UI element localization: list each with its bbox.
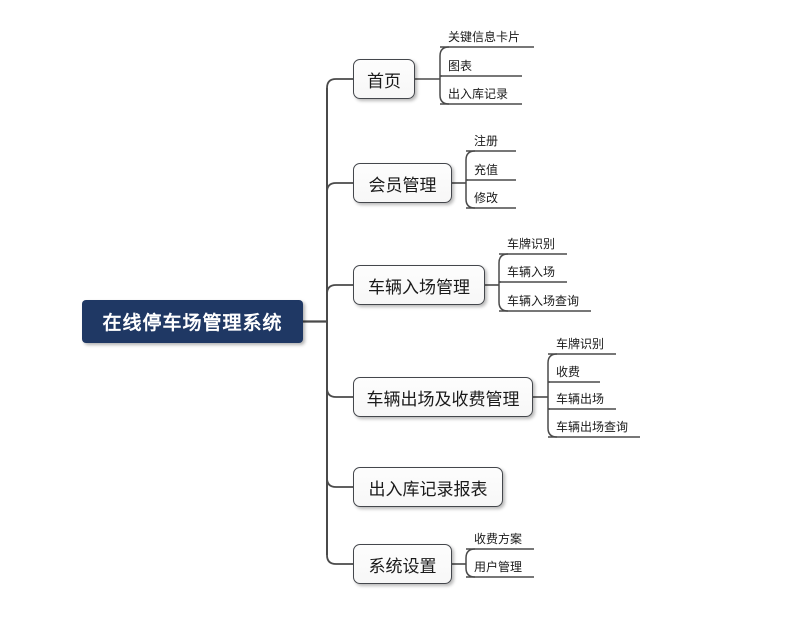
leaf-node-4-4[interactable]: 车辆出场查询 [556,420,629,434]
leaf-node-1-1[interactable]: 关键信息卡片 [448,30,521,44]
branch-node-2[interactable]: 会员管理 [353,163,452,203]
leaf-node-1-2[interactable]: 图表 [448,59,473,73]
branch-node-4[interactable]: 车辆出场及收费管理 [353,377,533,417]
leaf-node-4-1[interactable]: 车牌识别 [556,337,605,351]
branch-node-5[interactable]: 出入库记录报表 [353,467,503,507]
branch-node-3[interactable]: 车辆入场管理 [353,265,485,305]
leaf-node-2-2[interactable]: 充值 [474,163,499,177]
leaf-node-3-2[interactable]: 车辆入场 [507,265,556,279]
leaf-node-4-3[interactable]: 车辆出场 [556,392,605,406]
leaf-node-4-2[interactable]: 收费 [556,365,581,379]
leaf-node-3-3[interactable]: 车辆入场查询 [507,294,580,308]
branch-node-1[interactable]: 首页 [353,59,415,99]
branch-node-6[interactable]: 系统设置 [353,544,452,584]
leaf-node-6-1[interactable]: 收费方案 [474,532,523,546]
leaf-node-1-3[interactable]: 出入库记录 [448,87,509,101]
root-node[interactable]: 在线停车场管理系统 [82,300,303,343]
leaf-node-2-3[interactable]: 修改 [474,191,499,205]
leaf-node-3-1[interactable]: 车牌识别 [507,237,556,251]
leaf-node-2-1[interactable]: 注册 [474,134,499,148]
leaf-node-6-2[interactable]: 用户管理 [474,560,523,574]
